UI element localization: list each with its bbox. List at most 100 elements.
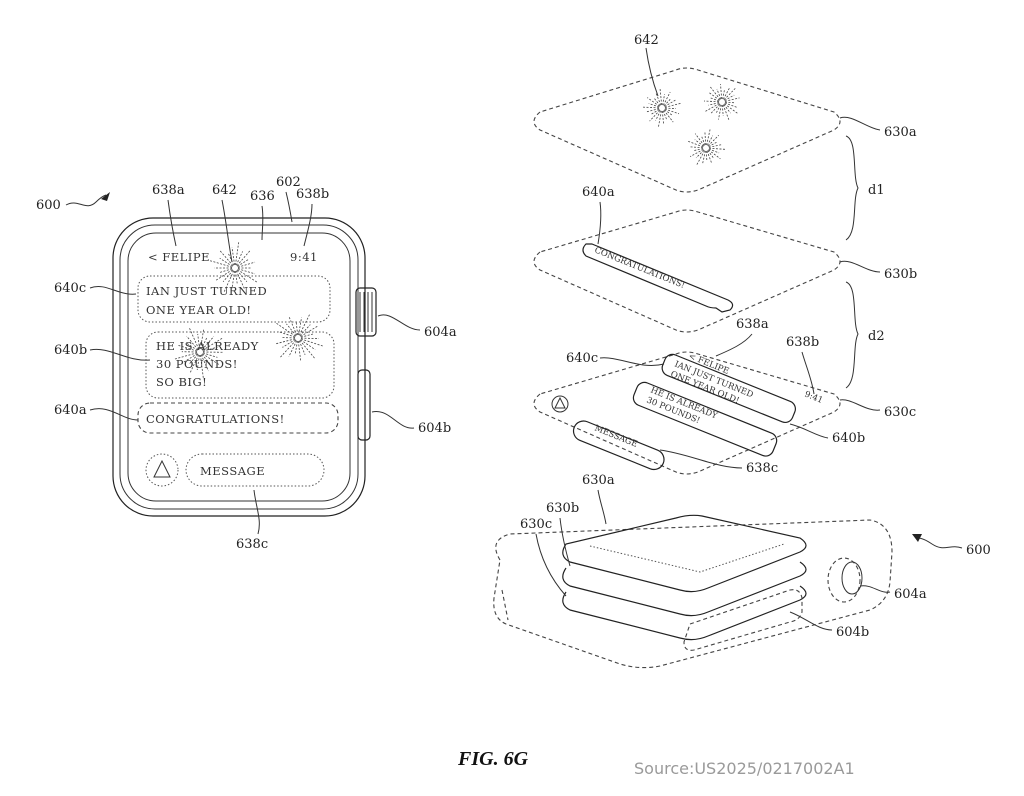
firework-ray <box>649 109 661 122</box>
firework-ray <box>695 149 705 159</box>
app-icon-exploded <box>551 395 569 413</box>
layer-630b <box>533 209 841 333</box>
firework-ray <box>708 102 720 106</box>
ref-642-exploded: 642 <box>634 33 659 48</box>
firework-ray <box>701 136 706 146</box>
firework-ray <box>716 88 722 100</box>
leader-638c-exploded <box>659 449 743 469</box>
firework-ray <box>231 270 235 289</box>
ref-638b: 638b <box>296 187 329 202</box>
firework-ray <box>655 93 662 106</box>
firework-top-2 <box>703 84 740 121</box>
back-felipe-label[interactable]: < FELIPE <box>148 250 210 264</box>
watch-display[interactable] <box>127 232 351 502</box>
firework-ray <box>705 150 708 161</box>
leader-630a-assembled <box>597 489 607 525</box>
ref-642: 642 <box>212 183 237 198</box>
leader-638c <box>253 489 260 535</box>
leader-638b-exploded <box>801 351 815 395</box>
firework-ray <box>655 110 661 121</box>
firework-ray <box>659 88 663 106</box>
firework-ray <box>708 149 721 160</box>
label-d1: d1 <box>868 183 885 198</box>
firework-ray <box>663 91 671 106</box>
crown-knurl <box>359 292 373 332</box>
side-button[interactable] <box>357 369 371 441</box>
leader-642-exploded <box>645 47 659 97</box>
leader-630c-assembled <box>535 533 567 597</box>
leader-640a-exploded <box>597 201 602 245</box>
firework-ray <box>189 353 199 364</box>
leader-630a <box>839 116 881 131</box>
firework-ray <box>235 242 240 266</box>
firework-ray <box>694 148 704 151</box>
firework-ray <box>235 270 238 284</box>
leader-630c <box>839 399 881 411</box>
leader-640b <box>89 348 151 361</box>
leader-638a-exploded <box>715 333 753 357</box>
message-button-label: MESSAGE <box>200 464 265 478</box>
message-button-exploded <box>572 420 665 471</box>
firework-ray <box>721 104 724 116</box>
firework-ray <box>708 147 726 150</box>
firework-ray <box>664 107 677 109</box>
firework-ray <box>724 102 738 108</box>
device-edge <box>501 589 509 621</box>
firework-ray <box>298 317 302 336</box>
firework-ray <box>200 354 209 372</box>
layer-630c <box>533 351 841 475</box>
firework-ray <box>189 328 200 350</box>
firework-ray <box>723 87 737 101</box>
firework-ray <box>299 324 311 337</box>
firework-burst-1 <box>209 242 258 292</box>
layer-630a-inner <box>589 543 785 573</box>
firework-ray <box>300 337 319 339</box>
firework-ray <box>664 108 680 115</box>
firework-ray <box>237 261 256 268</box>
leader-604b <box>371 411 415 429</box>
firework-ray <box>201 336 215 351</box>
digital-crown[interactable] <box>355 287 377 337</box>
leader-600-assembled <box>917 537 963 549</box>
congrats-text-exploded: CONGRATULATIONS! <box>593 246 686 291</box>
firework-ray <box>723 104 731 114</box>
firework-ray <box>236 270 248 283</box>
layer-630a <box>533 67 841 193</box>
crown-assembled <box>827 557 861 603</box>
ref-604b: 604b <box>418 421 451 436</box>
firework-ray <box>651 109 660 115</box>
bubble-c-line-2: ONE YEAR OLD! <box>146 303 252 317</box>
firework-ray <box>694 133 705 146</box>
firework-ray <box>704 103 720 113</box>
ref-640c-exploded: 640c <box>566 351 598 366</box>
firework-ray <box>282 339 296 348</box>
message-button[interactable] <box>185 453 325 487</box>
firework-ray <box>654 98 661 106</box>
app-icon-button[interactable] <box>145 453 179 487</box>
firework-ray <box>174 352 198 360</box>
firework-ray <box>288 340 298 357</box>
device-ref-leader <box>65 194 107 207</box>
firework-ray <box>276 322 296 337</box>
brace-d1 <box>845 135 859 241</box>
watch-front-view: 600 < FELIPE 9:41 IAN JUST TURNED ONE YE… <box>36 175 457 552</box>
time-label: 9:41 <box>290 250 318 264</box>
source-label: Source:US2025/0217002A1 <box>634 759 855 778</box>
firework-ray <box>710 103 721 114</box>
ref-630b-assembled: 630b <box>546 501 579 516</box>
ref-638c: 638c <box>236 537 268 552</box>
leader-640c <box>89 286 137 295</box>
firework-ray <box>300 339 316 351</box>
side-button-assembled <box>683 589 803 651</box>
firework-ray <box>228 253 235 266</box>
firework-ray <box>708 92 720 101</box>
firework-ray <box>196 354 200 371</box>
firework-ray <box>664 99 677 107</box>
firework-ray <box>696 150 705 166</box>
firework-ray <box>182 353 198 364</box>
firework-ray <box>690 149 704 157</box>
firework-ray <box>200 354 204 378</box>
firework-ray <box>707 135 714 146</box>
